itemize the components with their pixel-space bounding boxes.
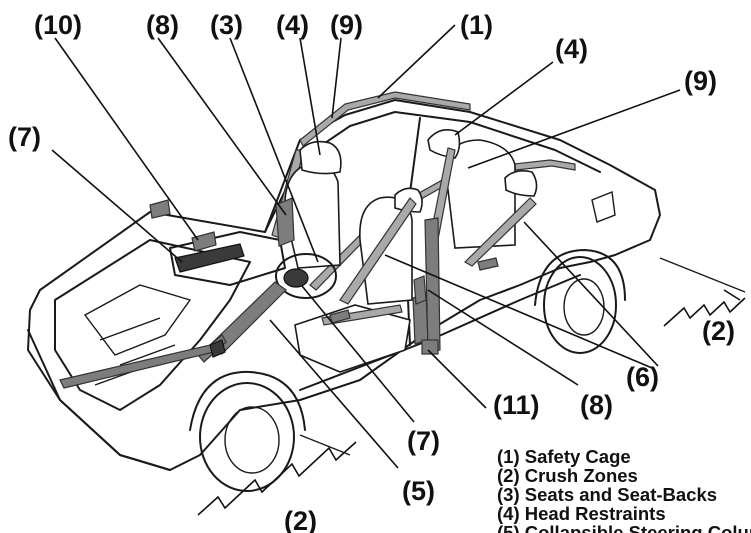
leader-5 (269, 319, 399, 469)
callout-5: (5) (402, 476, 435, 506)
rear-lamp (591, 191, 616, 223)
leader-3 (229, 37, 319, 263)
legend: (1) Safety Cage (2) Crush Zones (3) Seat… (497, 446, 751, 533)
callout-2-bottom: (2) (284, 506, 317, 533)
leader-1 (377, 24, 456, 99)
engine-bay (54, 239, 251, 411)
leader-4-top (299, 37, 321, 156)
legend-item-5: (5) Collapsible Steering Column (497, 522, 751, 533)
front-impact-sensor (209, 339, 226, 358)
leader-11 (427, 349, 487, 409)
head-restraint-left (299, 140, 342, 175)
callout-8-top: (8) (146, 10, 179, 40)
buckle-front (329, 309, 351, 324)
side-airbag-right (413, 275, 427, 305)
roof-rail-left (299, 91, 471, 147)
leader-6b (523, 221, 659, 367)
callout-1: (1) (460, 10, 493, 40)
front-wheel (199, 382, 295, 492)
callout-9-right: (9) (684, 66, 717, 96)
leader-8-bottom (427, 289, 579, 386)
side-airbag-left (275, 197, 295, 247)
passenger-airbag-module (174, 243, 245, 273)
rear-wheel-arch (534, 249, 626, 306)
rear-wheel (543, 256, 617, 354)
legend-item-1: (1) Safety Cage (497, 446, 631, 467)
callout-7-left: (7) (8, 122, 41, 152)
leader-2-right (723, 289, 741, 301)
leader-9-right (467, 89, 681, 169)
leader-lines (51, 24, 741, 469)
callout-9-top: (9) (330, 10, 363, 40)
b-pillar-belt (424, 217, 441, 353)
seat-belts (321, 147, 537, 355)
callout-3: (3) (210, 10, 243, 40)
rear-belt-diagonal (464, 197, 537, 267)
legend-item-2: (2) Crush Zones (497, 465, 638, 486)
front-belt-diagonal (339, 197, 417, 305)
callout-4-right: (4) (555, 34, 588, 64)
front-wheel-arch (189, 370, 306, 431)
dashboard (169, 231, 286, 286)
callout-6: (6) (626, 362, 659, 392)
leader-7-left (51, 149, 183, 263)
callout-8-bottom: (8) (580, 390, 613, 420)
crush-zone-markers (197, 257, 746, 516)
front-airbag-sensor (191, 231, 217, 252)
crush-zone-front-zigzag (197, 441, 357, 516)
leader-9-top (331, 37, 342, 119)
callout-10: (10) (34, 10, 82, 40)
callout-11: (11) (493, 390, 540, 420)
engine-bay-detail (83, 284, 192, 386)
leader-6a (384, 254, 653, 369)
callout-labels: (10) (8) (3) (4) (9) (1) (4) (9) (7) (2)… (8, 10, 735, 533)
crush-zone-rear-guide (659, 257, 746, 293)
leader-10 (54, 37, 199, 241)
steering-wheel (275, 253, 337, 299)
leader-8-top (157, 37, 287, 216)
rear-head-restraint-2 (504, 170, 538, 197)
leader-7-bottom (301, 285, 415, 423)
dashboard-and-airbags (59, 197, 427, 389)
crush-zone-rear-zigzag (663, 297, 746, 327)
callout-2-right: (2) (702, 316, 735, 346)
belt-anchor (421, 339, 439, 355)
legend-item-4: (4) Head Restraints (497, 503, 666, 524)
mirror (149, 199, 171, 219)
front-bumper (27, 329, 171, 471)
callout-7-bottom: (7) (407, 426, 440, 456)
buckle-rear (477, 257, 499, 271)
driver-airbag (283, 268, 309, 288)
crush-zone-front-guide (299, 434, 351, 456)
legend-item-3: (3) Seats and Seat-Backs (497, 484, 717, 505)
bumper-beam (59, 344, 215, 389)
front-wheel-hub (224, 406, 280, 474)
leader-4-right (454, 61, 554, 136)
callout-4-top: (4) (276, 10, 309, 40)
